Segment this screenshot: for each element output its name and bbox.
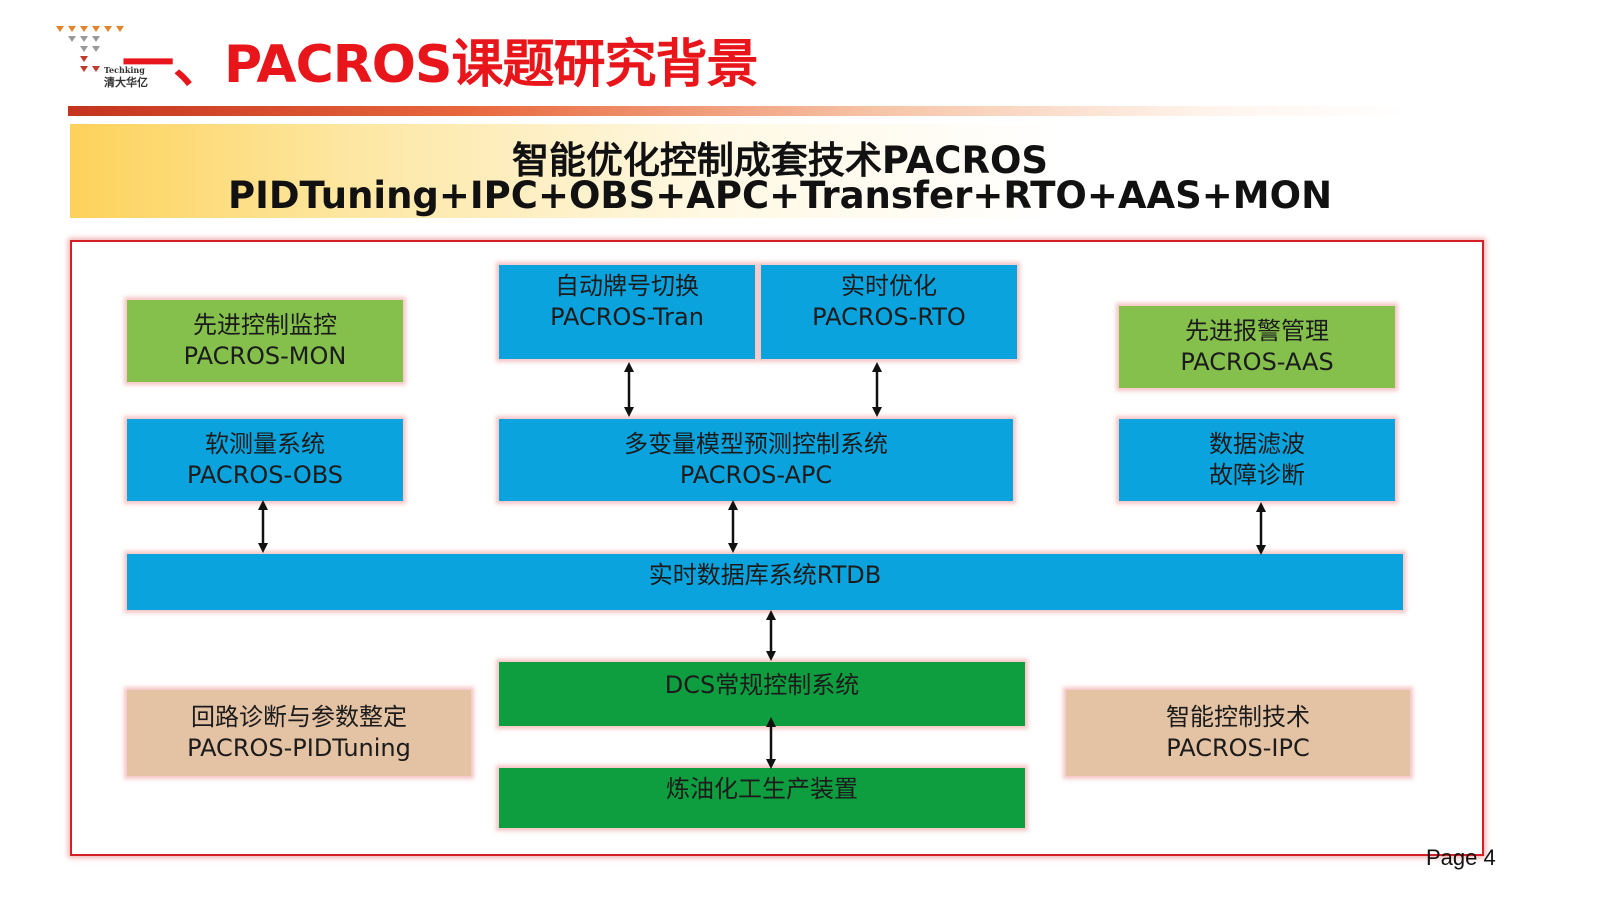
box-obs-line2: PACROS-OBS [187,461,343,489]
box-rtdb: 实时数据库系统RTDB [127,554,1403,610]
box-pid-line2: PACROS-PIDTuning [187,734,411,762]
box-mon-line2: PACROS-MON [183,342,347,370]
box-rtdb-label: 实时数据库系统RTDB [648,561,882,589]
box-rto-line1: 实时优化 [841,272,937,300]
banner-subtitle: PIDTuning+IPC+OBS+APC+Transfer+RTO+AAS+M… [227,174,1333,217]
box-dcs: DCS常规控制系统 [499,662,1025,726]
box-filter-line2: 故障诊断 [1209,461,1305,489]
box-mon-line1: 先进控制监控 [193,311,337,339]
box-aas-line2: PACROS-AAS [1180,348,1334,376]
box-apc-line2: PACROS-APC [679,461,833,489]
box-mon: 先进控制监控 PACROS-MON [127,300,403,382]
box-aas: 先进报警管理 PACROS-AAS [1119,306,1395,388]
box-dcs-label: DCS常规控制系统 [664,671,860,699]
box-apc: 多变量模型预测控制系统 PACROS-APC [499,419,1013,501]
banner: 智能优化控制成套技术PACROS PIDTuning+IPC+OBS+APC+T… [70,124,1490,218]
box-filter: 数据滤波 故障诊断 [1119,419,1395,501]
box-rto-line2: PACROS-RTO [812,303,966,331]
box-ipc: 智能控制技术 PACROS-IPC [1066,690,1410,776]
logo-text: Techking 清大华亿 [104,66,148,90]
box-obs-line1: 软测量系统 [205,430,325,458]
box-tran-line1: 自动牌号切换 [555,272,699,300]
box-obs: 软测量系统 PACROS-OBS [127,419,403,501]
box-tran-line2: PACROS-Tran [550,303,704,331]
logo-name: 清大华亿 [104,76,148,89]
box-pid: 回路诊断与参数整定 PACROS-PIDTuning [127,690,471,776]
page-number: Page 4 [1426,845,1496,870]
logo-subtext: Techking [104,65,145,75]
box-filter-line1: 数据滤波 [1209,430,1305,458]
box-plant-label: 炼油化工生产装置 [666,775,858,803]
page-title: 一、PACROS课题研究背景 [122,35,758,95]
box-rto: 实时优化 PACROS-RTO [761,265,1017,359]
title-divider [68,106,1408,116]
box-ipc-line2: PACROS-IPC [1166,734,1310,762]
box-ipc-line1: 智能控制技术 [1166,703,1310,731]
banner-title: 智能优化控制成套技术PACROS [511,139,1049,182]
company-logo-icon [56,26,124,72]
box-apc-line1: 多变量模型预测控制系统 [624,430,888,458]
box-tran: 自动牌号切换 PACROS-Tran [499,265,755,359]
box-plant: 炼油化工生产装置 [499,768,1025,828]
box-aas-line1: 先进报警管理 [1185,317,1329,345]
box-pid-line1: 回路诊断与参数整定 [191,703,407,731]
